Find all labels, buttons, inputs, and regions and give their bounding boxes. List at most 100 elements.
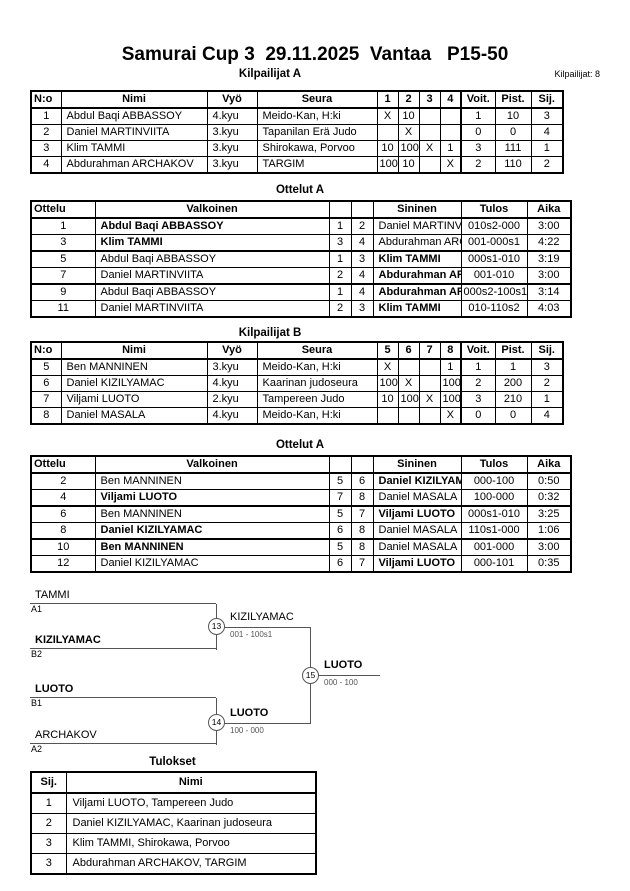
cell-rank: 1 bbox=[530, 391, 564, 408]
column-header: N:o bbox=[30, 90, 62, 109]
cell-blue: Abdurahman ARCHAKOV bbox=[372, 267, 462, 285]
cell-white: Ben MANNINEN bbox=[94, 538, 330, 556]
bracket-entry-name: TAMMI bbox=[30, 588, 216, 604]
cell-name: Daniel MASALA bbox=[60, 407, 208, 425]
cell-wins: 0 bbox=[460, 124, 496, 141]
bracket-match-score: 000 - 100 bbox=[324, 678, 358, 687]
cell-time: 3:19 bbox=[526, 250, 572, 268]
cell-club: Meido-Kan, H:ki bbox=[256, 407, 378, 425]
column-header: Valkoinen bbox=[94, 455, 330, 474]
column-header: Sininen bbox=[372, 455, 462, 474]
cell-r-0: 10 bbox=[376, 140, 399, 157]
column-header: Sininen bbox=[372, 200, 462, 219]
cell-r-2 bbox=[418, 358, 441, 376]
cell-white: Daniel KIZILYAMAC bbox=[94, 555, 330, 573]
cell-blue: Daniel MASALA bbox=[372, 522, 462, 540]
bracket-line bbox=[310, 675, 380, 676]
cell-r-2: X bbox=[418, 391, 441, 408]
column-header: Valkoinen bbox=[94, 200, 330, 219]
column-header: Pist. bbox=[494, 90, 532, 109]
bracket-winner-name: LUOTO bbox=[324, 659, 363, 671]
cell-pts: 0 bbox=[494, 124, 532, 141]
cell-bn: 4 bbox=[350, 267, 374, 285]
cell-r-3: 100 bbox=[439, 375, 462, 392]
cell-time: 3:14 bbox=[526, 283, 572, 301]
cell-r-0 bbox=[376, 407, 399, 425]
cell-bn: 8 bbox=[350, 522, 374, 540]
matches-a-title: Ottelut A bbox=[275, 184, 325, 196]
page-title: Samurai Cup 3 29.11.2025 Vantaa P15-50 bbox=[121, 44, 509, 65]
cell-rank: 4 bbox=[530, 407, 564, 425]
cell-bn: 4 bbox=[350, 234, 374, 252]
cell-blue: Abdurahman ARCHAKOV bbox=[372, 283, 462, 301]
column-header: 3 bbox=[418, 90, 441, 109]
matches-b-title: Ottelut A bbox=[275, 439, 325, 451]
cell-club: Meido-Kan, H:ki bbox=[256, 107, 378, 125]
results-title: Tulokset bbox=[149, 756, 196, 768]
pool-a-title: Kilpailijat A bbox=[238, 68, 302, 80]
cell-r-0: X bbox=[376, 358, 399, 376]
cell-time: 3:00 bbox=[526, 217, 572, 235]
cell-white: Ben MANNINEN bbox=[94, 505, 330, 523]
cell-r-3: 1 bbox=[439, 140, 462, 157]
cell-no: 6 bbox=[30, 505, 96, 523]
column-header: 1 bbox=[376, 90, 399, 109]
bracket-entry-seed: A1 bbox=[31, 604, 43, 614]
cell-time: 3:00 bbox=[526, 538, 572, 556]
cell-blue: Daniel MASALA bbox=[372, 489, 462, 507]
cell-bn: 7 bbox=[350, 555, 374, 573]
column-header: Voit. bbox=[460, 90, 496, 109]
cell-no: 5 bbox=[30, 358, 62, 376]
column-header: Ottelu bbox=[30, 455, 96, 474]
cell-wins: 3 bbox=[460, 391, 496, 408]
cell-r-1: X bbox=[397, 375, 420, 392]
cell-r-1: 100 bbox=[397, 391, 420, 408]
cell-r-0: 10 bbox=[376, 391, 399, 408]
cell-belt: 3.kyu bbox=[206, 124, 258, 141]
cell-club: Meido-Kan, H:ki bbox=[256, 358, 378, 376]
cell-no: 3 bbox=[30, 140, 62, 157]
cell-no: 12 bbox=[30, 555, 96, 573]
cell-r-0 bbox=[376, 124, 399, 141]
bracket-entry-seed: B1 bbox=[31, 698, 43, 708]
cell-result: 001-010 bbox=[460, 267, 528, 285]
cell-blue: Viljami LUOTO bbox=[372, 555, 462, 573]
cell-r-2 bbox=[418, 124, 441, 141]
cell-white: Daniel MARTINVIITA bbox=[94, 267, 330, 285]
cell-no: 3 bbox=[30, 234, 96, 252]
match-number-badge: 13 bbox=[208, 618, 225, 635]
cell-result: 010-110s2 bbox=[460, 300, 528, 318]
cell-name: Ben MANNINEN bbox=[60, 358, 208, 376]
cell-white: Ben MANNINEN bbox=[94, 472, 330, 490]
bracket-entry-name: KIZILYAMAC bbox=[30, 633, 216, 649]
cell-result: 000-101 bbox=[460, 555, 528, 573]
cell-wn: 7 bbox=[328, 489, 352, 507]
cell-r-1 bbox=[397, 407, 420, 425]
column-header bbox=[350, 200, 374, 219]
cell-wn: 2 bbox=[328, 267, 352, 285]
cell-blue: Klim TAMMI bbox=[372, 300, 462, 318]
cell-no: 6 bbox=[30, 375, 62, 392]
cell-wn: 3 bbox=[328, 234, 352, 252]
column-header: Sij. bbox=[530, 90, 564, 109]
cell-wn: 5 bbox=[328, 505, 352, 523]
cell-result: 000-100 bbox=[460, 472, 528, 490]
column-header: Vyö bbox=[206, 90, 258, 109]
cell-bn: 7 bbox=[350, 505, 374, 523]
cell-name: Viljami LUOTO, Tampereen Judo bbox=[65, 792, 317, 814]
cell-pts: 10 bbox=[494, 107, 532, 125]
cell-blue: Daniel MASALA bbox=[372, 538, 462, 556]
column-header: Seura bbox=[256, 341, 378, 360]
